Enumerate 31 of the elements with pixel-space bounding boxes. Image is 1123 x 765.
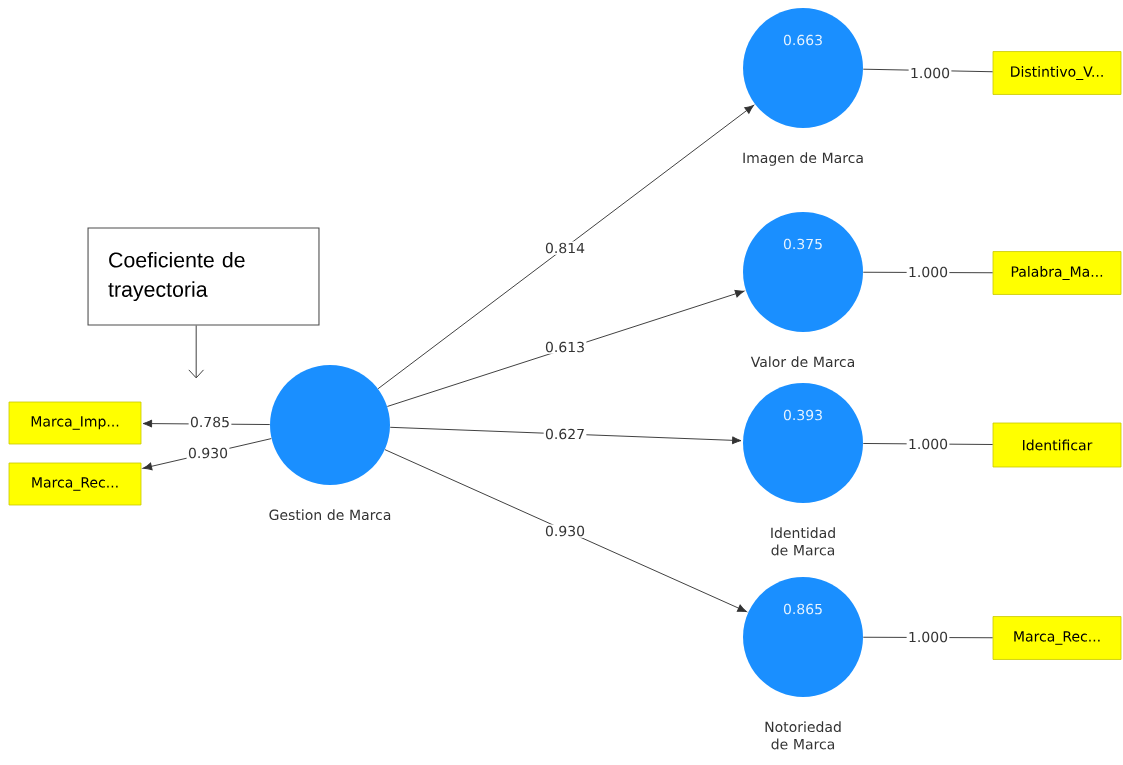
construct-label: Identidad de Marca [771,527,835,556]
construct-label: Imagen de Marca [743,152,863,166]
construct-label: Gestion de Marca [269,509,391,521]
construct-label: Notoriedad de Marca [765,721,841,750]
edge-label: 1.000 [906,265,950,279]
circle-value: 0.865 [783,603,822,615]
edge-label: 0.930 [543,524,587,538]
edge-label: 0.785 [188,415,232,429]
edge-label: 1.000 [906,630,950,644]
path-arrow [386,289,745,407]
edge-label: 0.627 [543,427,587,441]
path-arrow [377,104,754,390]
callout-box: Coeficiente de trayectoria [87,227,320,326]
circle-value: 0.393 [783,409,822,421]
construct-label: Valor de Marca [750,356,854,368]
indicator-box: Identificar [992,422,1122,468]
path-arrow [384,449,747,613]
edge-label: 0.613 [543,340,587,354]
edge-label: 0.814 [543,241,587,255]
indicator-box: Marca_Rec... [992,616,1122,660]
pointer-arrow [188,325,204,379]
circle-value: 0.375 [783,238,822,250]
edge-label: 1.000 [906,437,950,451]
edge-label: 0.930 [186,446,230,460]
circle-value: 0.663 [783,34,822,46]
path-arrow [389,426,742,445]
indicator-box: Palabra_Ma... [992,251,1122,295]
indicator-box: Marca_Rec... [8,462,142,506]
indicator-box: Marca_Imp... [8,401,142,445]
edge-label: 1.000 [908,66,952,80]
indicator-box: Distintivo_V... [992,51,1122,95]
